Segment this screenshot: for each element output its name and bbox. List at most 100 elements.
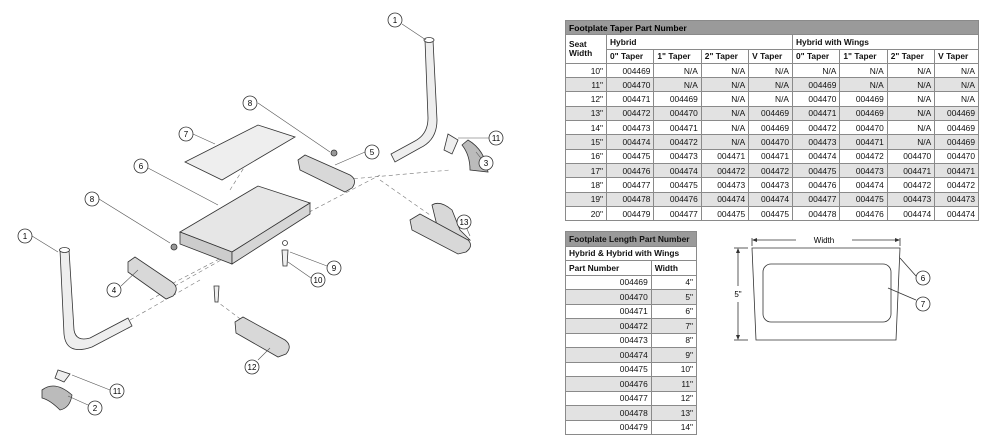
length-width-cell: 7": [650, 318, 698, 334]
part-number-cell: N/A: [839, 77, 888, 93]
part-number-cell: 004474: [934, 205, 979, 222]
svg-text:5: 5: [370, 148, 375, 157]
part-number-cell: N/A: [934, 77, 979, 93]
length-width-cell: 11": [650, 376, 698, 392]
part-number-cell: 004476: [839, 205, 888, 222]
bracket-bottom: [234, 316, 290, 358]
part-number-cell: 004477: [605, 177, 655, 193]
taper-table-title: Footplate Taper Part Number: [565, 19, 979, 36]
part-number-cell: 004475: [653, 177, 702, 193]
pad-plate: [184, 124, 296, 181]
part-number-cell: 004471: [605, 91, 655, 107]
part-number-cell: 004471: [653, 120, 702, 136]
length-width-cell: 10": [650, 361, 698, 377]
length-part-number-cell: 004478: [565, 405, 652, 421]
svg-text:9: 9: [332, 264, 337, 273]
part-number-cell: 004477: [791, 191, 841, 207]
part-number-cell: 004471: [791, 105, 841, 122]
length-part-number-cell: 004472: [565, 318, 652, 334]
svg-text:2: 2: [93, 404, 98, 413]
hybrid-group-header: Hybrid: [606, 34, 793, 50]
length-width-cell: 8": [650, 332, 698, 348]
width-label: Width: [814, 236, 834, 245]
part-number-cell: 004476: [791, 177, 841, 193]
part-number-cell: 004475: [791, 162, 841, 179]
length-width-cell: 12": [650, 390, 698, 406]
callout-3: 3: [478, 155, 494, 171]
svg-text:7: 7: [184, 130, 189, 139]
part-number-cell: N/A: [748, 77, 793, 93]
part-number-cell: 004478: [605, 191, 655, 207]
taper-col-header: 0" Taper: [605, 48, 655, 64]
part-number-cell: 004471: [748, 148, 793, 164]
length-part-number-cell: 004470: [565, 289, 652, 305]
svg-text:1: 1: [23, 232, 28, 241]
part-number-cell: 004475: [748, 205, 793, 222]
callout-7: 7: [178, 126, 194, 142]
part-number-cell: 004469: [934, 134, 979, 150]
part-number-cell: 004473: [653, 148, 702, 164]
part-number-cell: 004473: [605, 120, 655, 136]
footplate-taper-table: Footplate Taper Part Number Seat Width H…: [565, 19, 980, 222]
length-width-cell: 14": [650, 419, 698, 435]
length-width-cell: 6": [650, 303, 698, 319]
tube-left: [59, 247, 133, 350]
bracket-right: [297, 154, 355, 193]
part-number-cell: N/A: [748, 62, 793, 79]
part-number-cell: N/A: [886, 105, 936, 122]
length-width-cell: 13": [650, 405, 698, 421]
footplate-dimension-diagram: Width 5" 6 7: [734, 236, 931, 341]
part-number-cell: 004474: [748, 191, 793, 207]
part-number-cell: N/A: [748, 91, 793, 107]
taper-col-header: V Taper: [934, 48, 979, 64]
length-part-number-cell: 004477: [565, 390, 652, 406]
part-number-cell: 004474: [700, 191, 750, 207]
height-label: 5": [734, 290, 741, 299]
callout-1-right: 1: [387, 12, 403, 28]
part-number-cell: 004469: [934, 105, 979, 122]
part-number-cell: 004471: [700, 148, 750, 164]
svg-text:12: 12: [248, 363, 257, 372]
part-number-cell: 004469: [934, 120, 979, 136]
part-number-cell: N/A: [839, 62, 888, 79]
part-number-cell: 004476: [605, 162, 655, 179]
tube-right: [390, 37, 438, 163]
seat-width-cell: 11": [565, 77, 607, 93]
part-number-cell: 004469: [791, 77, 841, 93]
svg-text:6: 6: [139, 162, 144, 171]
seat-width-cell: 10": [565, 62, 607, 79]
part-number-cell: 004475: [839, 191, 888, 207]
part-number-cell: N/A: [700, 134, 750, 150]
part-number-cell: 004474: [653, 162, 702, 179]
part-number-cell: 004479: [605, 205, 655, 222]
length-width-cell: 5": [650, 289, 698, 305]
part-number-cell: 004474: [886, 205, 936, 222]
callout-11-upper: 11: [488, 130, 504, 146]
part-number-cell: 004476: [653, 191, 702, 207]
svg-text:6: 6: [921, 274, 926, 283]
dim-callout-6: 6: [915, 270, 931, 286]
part-number-cell: 004473: [748, 177, 793, 193]
part-number-cell: N/A: [886, 120, 936, 136]
callout-8-lower: 8: [84, 191, 100, 207]
part-number-cell: N/A: [700, 105, 750, 122]
part-number-cell: 004471: [886, 162, 936, 179]
dim-callout-7: 7: [915, 296, 931, 312]
part-number-cell: 004474: [605, 134, 655, 150]
part-number-cell: N/A: [653, 77, 702, 93]
part-number-cell: 004472: [605, 105, 655, 122]
length-table-subtitle: Hybrid & Hybrid with Wings: [565, 245, 697, 261]
part-number-cell: 004474: [839, 177, 888, 193]
part-number-cell: 004472: [791, 120, 841, 136]
